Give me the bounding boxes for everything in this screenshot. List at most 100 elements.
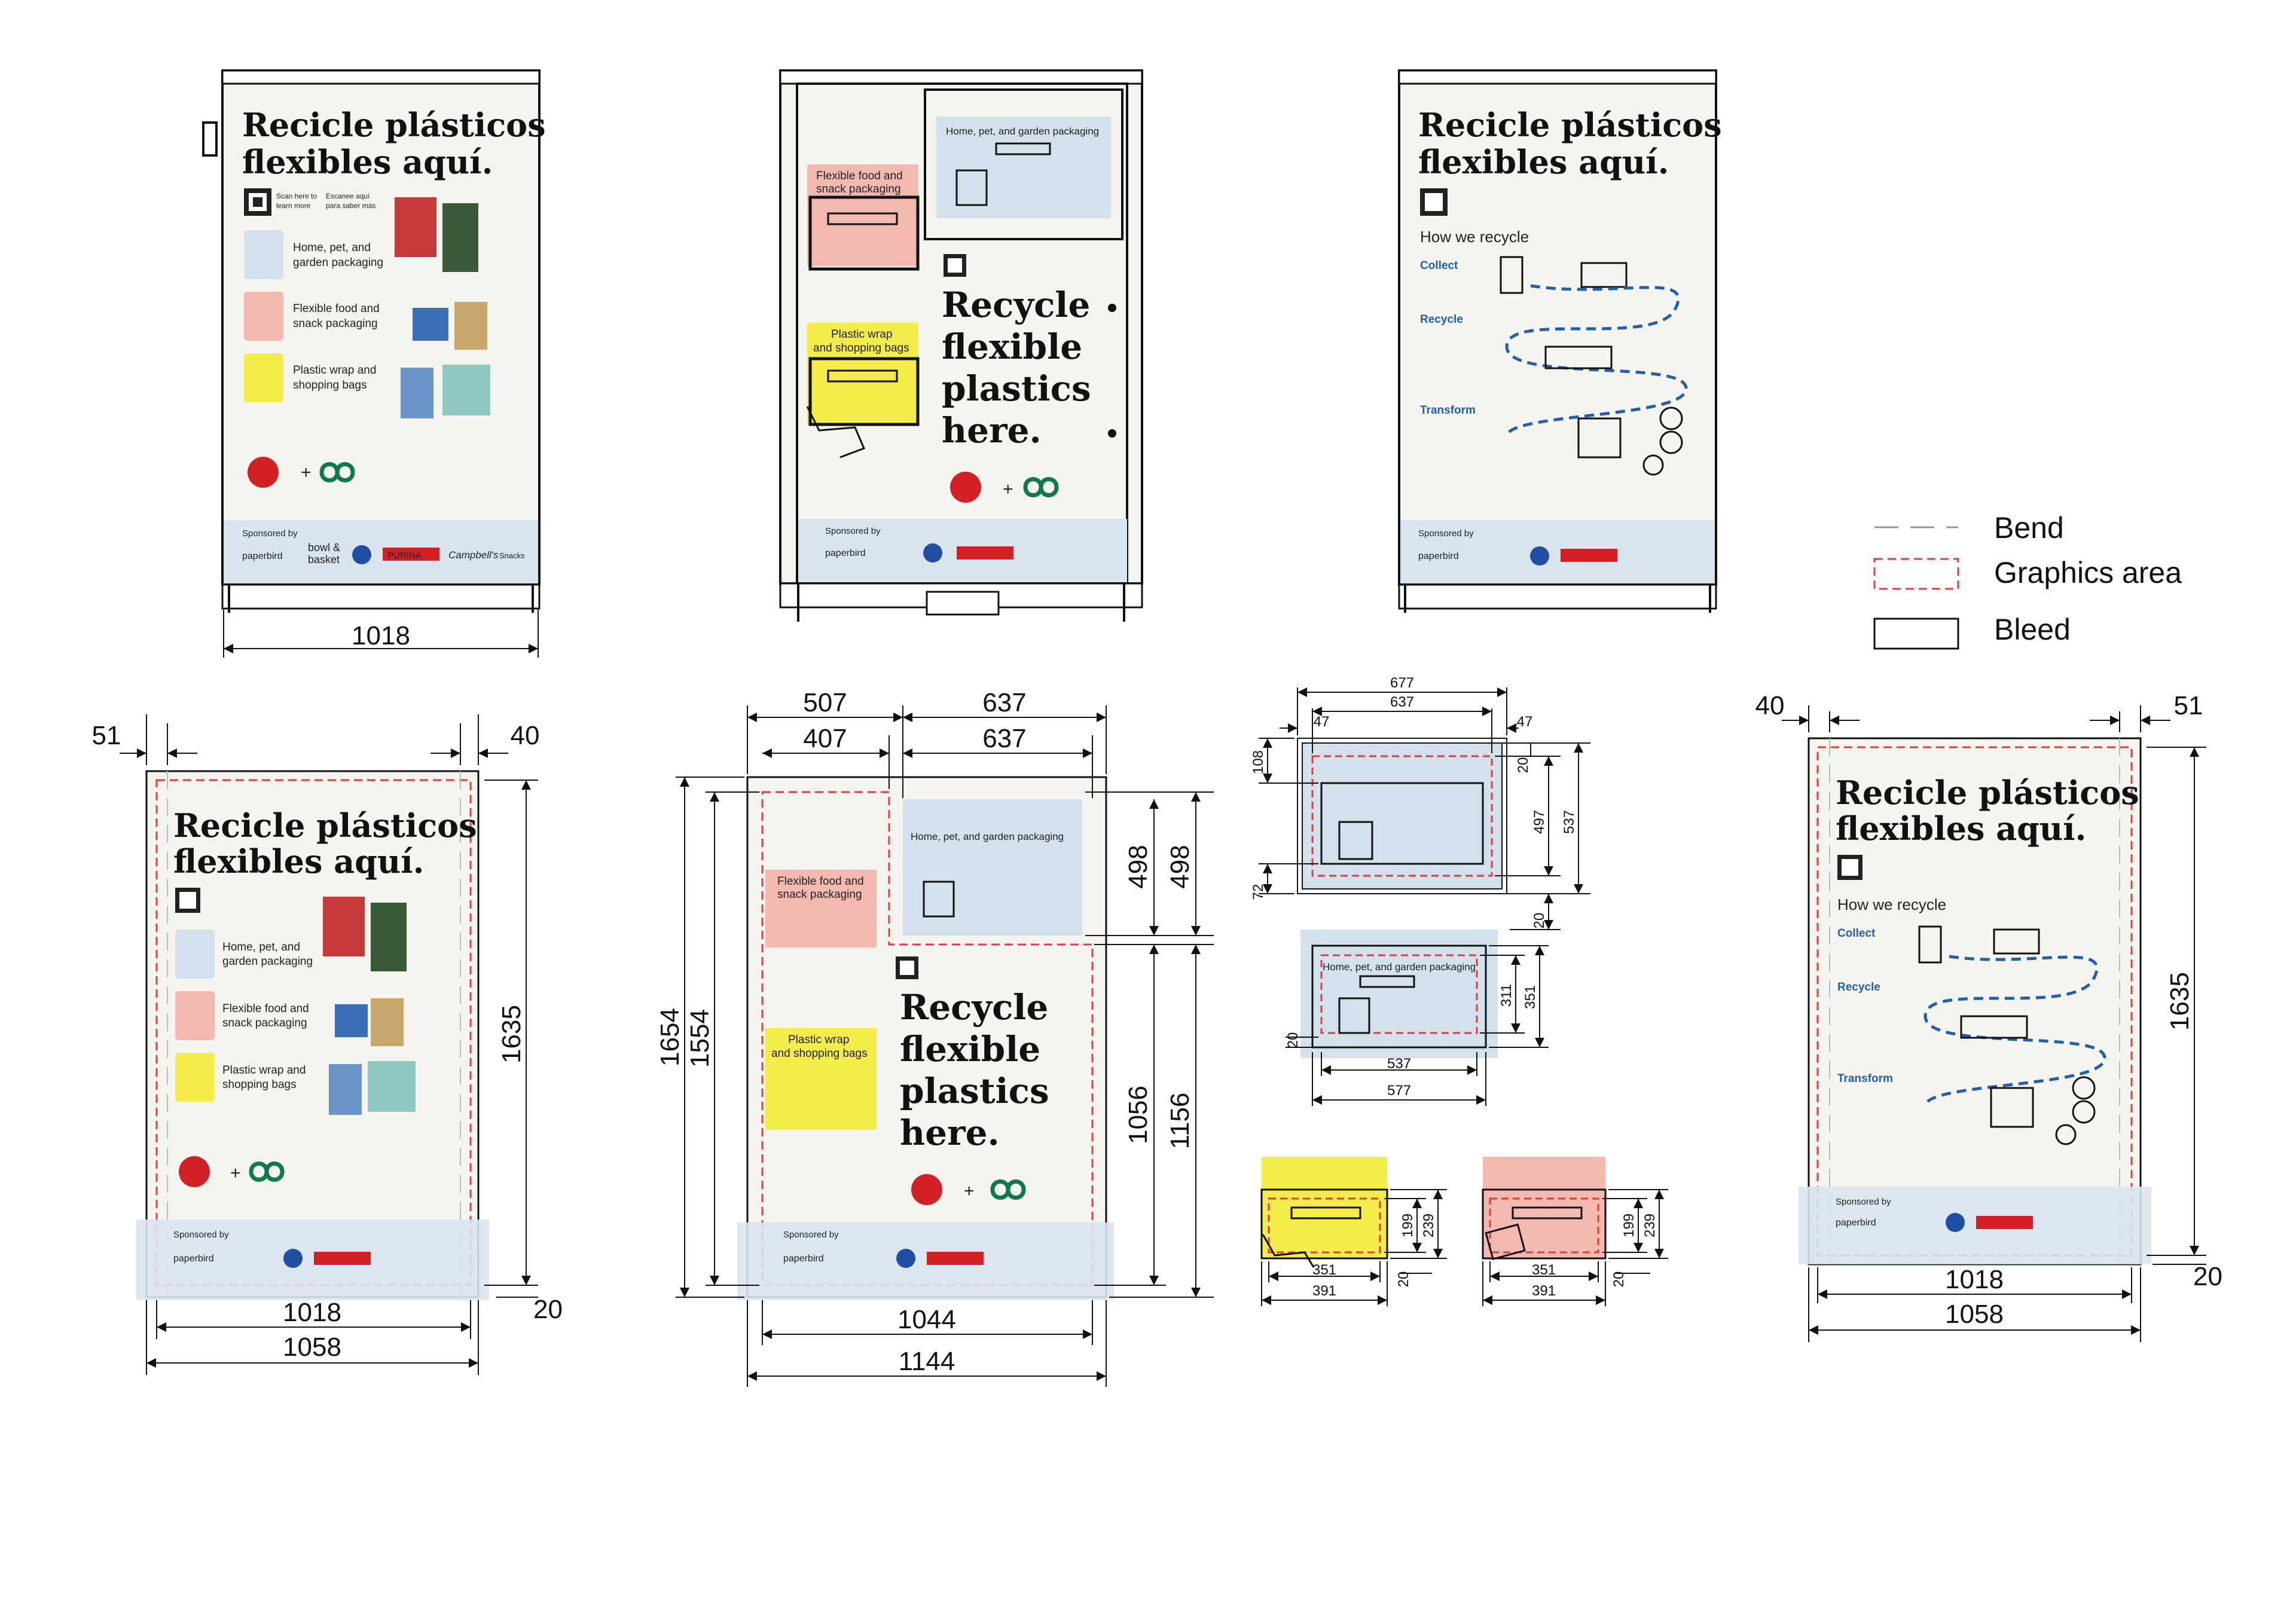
terracycle-logo-icon xyxy=(1023,477,1059,497)
dim-b-w2: 1058 xyxy=(283,1332,341,1362)
cat-wrap: Plastic wrap and xyxy=(293,364,376,377)
e-logo-plus: + xyxy=(964,1181,975,1201)
product-image xyxy=(442,203,478,272)
flat-panel-side: Recicle plásticos flexibles aquí. How we… xyxy=(1755,691,2222,1342)
e-sponsored-by: Sponsored by xyxy=(783,1230,839,1240)
dim-d-h1: 108 xyxy=(1250,750,1266,774)
home-window-detail: 677 637 47 47 108 72 497 537 20 20 xyxy=(1250,675,1590,930)
dim-e-l: 20 xyxy=(1285,1032,1301,1049)
dim-f-w1: 351 xyxy=(1312,1262,1336,1278)
building-icon xyxy=(1990,1087,2034,1128)
d-sponsor-paperbird: paperbird xyxy=(173,1254,214,1264)
cat-home: Home, pet, and xyxy=(293,242,371,254)
shoprite-logo-icon xyxy=(911,1174,942,1205)
e-wrap: Plastic wrap xyxy=(788,1034,849,1046)
dim-b-height: 1635 xyxy=(497,1005,526,1063)
food-pouch-icon xyxy=(1338,997,1370,1034)
purina-logo xyxy=(957,546,1013,560)
sponsor-snacks: Snacks xyxy=(499,551,525,560)
legend-graphics: Graphics area xyxy=(1994,556,2182,589)
dim-c-w2: 1144 xyxy=(899,1347,955,1376)
dim-a-width: 1018 xyxy=(352,621,410,650)
dim-d-h4: 537 xyxy=(1561,810,1577,834)
d-sponsored-by: Sponsored by xyxy=(173,1230,229,1240)
j-sponsored-by: Sponsored by xyxy=(1836,1197,1891,1207)
wrap-insert-detail: 199 239 20 351 391 xyxy=(1260,1157,1447,1306)
dim-b-w1: 1018 xyxy=(283,1298,341,1327)
dim-c-w1: 1044 xyxy=(897,1305,956,1334)
dim-g-h1: 199 xyxy=(1621,1214,1637,1237)
legend-bleed: Bleed xyxy=(1994,613,2071,646)
b-sponsored-by: Sponsored by xyxy=(825,526,881,536)
pg-logo-icon xyxy=(896,1249,915,1268)
dim-h-top-left: 40 xyxy=(1755,691,1785,720)
purina-logo xyxy=(927,1252,984,1265)
dim-e-h2: 351 xyxy=(1522,985,1538,1009)
legend: Bend Graphics area Bleed xyxy=(1873,511,2182,650)
dim-d-h5: 20 xyxy=(1515,757,1531,774)
dim-c-top3: 407 xyxy=(803,724,847,753)
purina-logo xyxy=(383,548,439,561)
b-headline-3: plastics xyxy=(942,368,1091,409)
b-sponsor-paperbird: paperbird xyxy=(825,548,866,558)
playground-icon xyxy=(1659,430,1683,454)
home-category-icon xyxy=(175,930,215,979)
j-headline-2: flexibles aquí. xyxy=(1836,809,2086,848)
food-pouch-icon xyxy=(923,881,955,918)
chair-icon xyxy=(2072,1076,2096,1100)
snack-bag-icon xyxy=(1485,1223,1526,1261)
process-path xyxy=(1505,284,1688,437)
scan-es: Escanee aquí xyxy=(326,192,370,200)
product-image xyxy=(368,1061,416,1112)
g-home-title: Home, pet, and garden packaging xyxy=(1323,961,1476,973)
dim-g-h2: 239 xyxy=(1642,1214,1658,1237)
sponsor-bowl: bowl & xyxy=(308,542,340,554)
dim-b-top-left: 51 xyxy=(92,721,121,750)
product-image xyxy=(335,1004,368,1037)
legend-bleed-swatch xyxy=(1873,618,1959,650)
food-insert-detail: 199 239 20 351 391 xyxy=(1482,1157,1668,1306)
factory-icon xyxy=(1960,1015,2028,1039)
dim-c-h4: 498 xyxy=(1165,845,1195,888)
sponsored-by: Sponsored by xyxy=(242,528,298,539)
bin-icon xyxy=(1500,256,1523,294)
hinge-icon xyxy=(202,121,218,157)
dim-h-top-right: 51 xyxy=(2174,691,2203,720)
slot-icon xyxy=(995,142,1051,155)
food-category-icon xyxy=(244,292,283,341)
dim-c-h6: 1156 xyxy=(1165,1093,1195,1150)
pg-logo-icon xyxy=(1946,1213,1965,1232)
product-image xyxy=(401,368,433,418)
j-how-title: How we recycle xyxy=(1837,895,1946,913)
truck-icon xyxy=(1993,928,2040,955)
slot-icon xyxy=(827,212,898,225)
sponsor-basket: basket xyxy=(308,554,340,566)
b-food-2: snack packaging xyxy=(816,183,901,195)
home-insert-detail: Home, pet, and garden packaging 311 351 … xyxy=(1285,930,1549,1106)
j-headline-1: Recicle plásticos xyxy=(1836,774,2139,812)
purina-logo xyxy=(1561,549,1617,562)
c-sponsor-paperbird: paperbird xyxy=(1418,551,1459,561)
slot-icon xyxy=(1512,1206,1583,1219)
dim-h-height: 1635 xyxy=(2165,972,2194,1031)
c-headline-2: flexibles aquí. xyxy=(1418,143,1669,181)
b-headline-1: Recycle xyxy=(942,285,1090,325)
dim-d-h6: 20 xyxy=(1531,913,1547,929)
b-wrap: Plastic wrap xyxy=(831,328,892,341)
product-image xyxy=(329,1064,362,1115)
bench-icon xyxy=(2055,1124,2077,1145)
food-category-icon xyxy=(175,991,215,1040)
bin-icon xyxy=(1918,925,1942,964)
product-image xyxy=(371,903,407,971)
dim-c-h5: 1056 xyxy=(1123,1086,1153,1144)
headline-line-2: flexibles aquí. xyxy=(242,143,493,181)
dim-f-h1: 199 xyxy=(1400,1214,1416,1237)
b-headline-4: here. xyxy=(942,410,1042,451)
d-cat-food-2: snack packaging xyxy=(222,1017,307,1029)
dim-c-h2: 1554 xyxy=(685,1009,715,1068)
e-headline-2: flexible xyxy=(900,1029,1040,1069)
chair-icon xyxy=(1659,406,1683,430)
d-cat-food: Flexible food and xyxy=(222,1002,309,1015)
dim-g-w2: 391 xyxy=(1532,1283,1556,1299)
dim-g-h3: 20 xyxy=(1611,1271,1627,1288)
